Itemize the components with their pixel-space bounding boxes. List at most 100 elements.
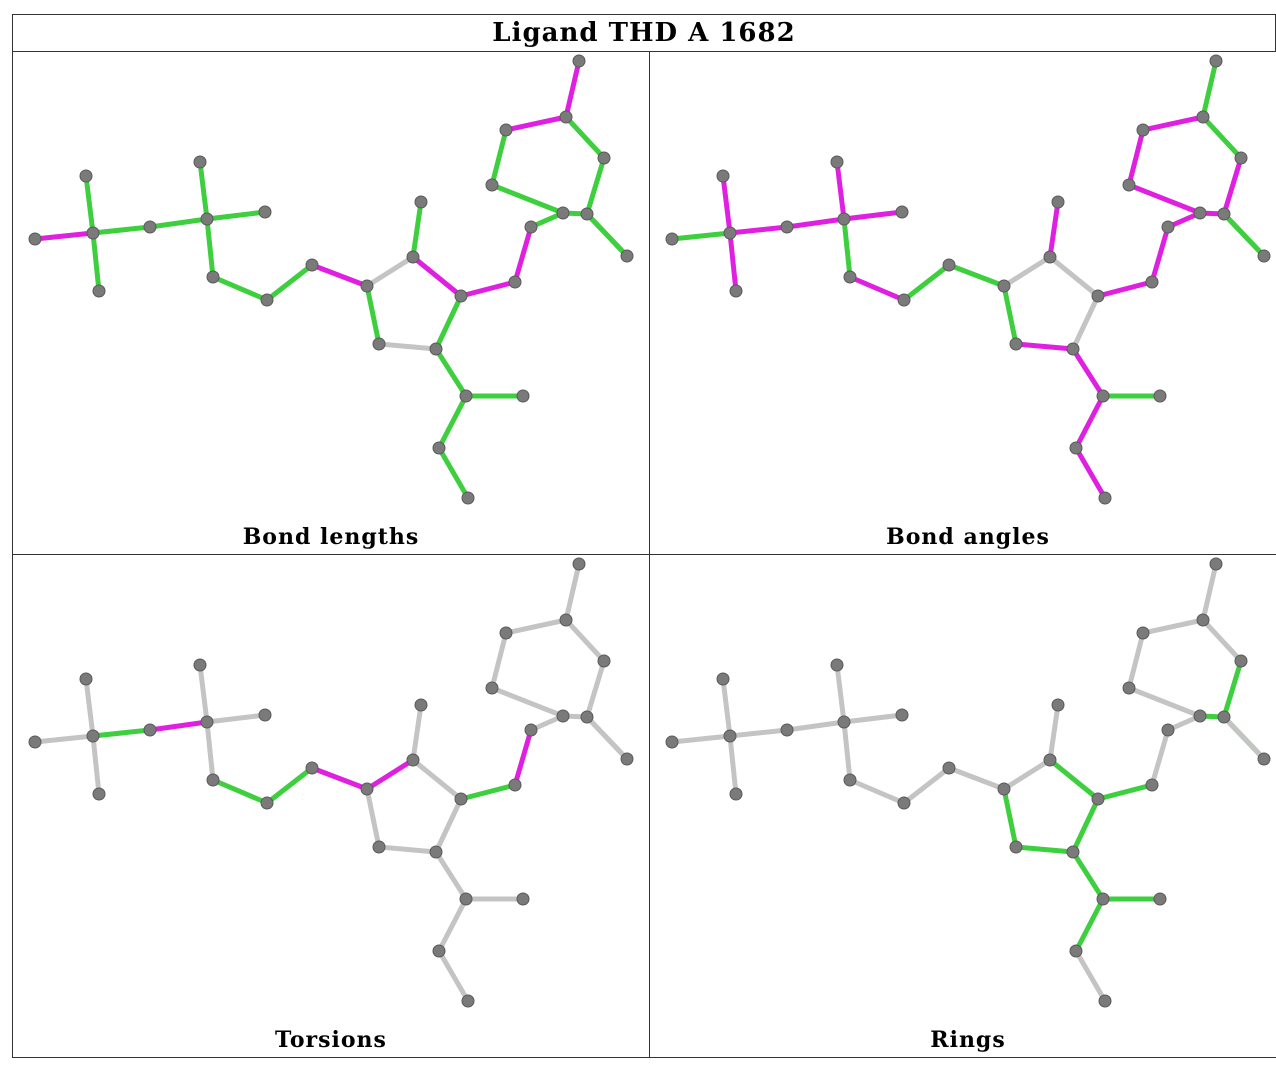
atom-0 bbox=[665, 735, 679, 749]
bond-16-14 bbox=[1070, 293, 1101, 352]
bond-1-4 bbox=[727, 727, 790, 739]
bond-22-24 bbox=[1200, 617, 1244, 664]
atom-14 bbox=[1091, 289, 1105, 303]
atom-1 bbox=[86, 729, 100, 743]
bond-29-30 bbox=[1073, 948, 1108, 1004]
atom-0 bbox=[665, 232, 679, 246]
panel-torsions: Torsions bbox=[12, 555, 649, 1058]
atom-17 bbox=[508, 275, 522, 289]
atom-5 bbox=[837, 212, 851, 226]
bond-0-1 bbox=[32, 230, 96, 242]
atom-22 bbox=[1196, 110, 1210, 124]
bond-21-20 bbox=[1126, 127, 1146, 188]
atom-7 bbox=[895, 708, 909, 722]
bond-5-7 bbox=[841, 209, 905, 222]
atom-12 bbox=[1051, 195, 1065, 209]
atom-25 bbox=[580, 207, 594, 221]
atom-24 bbox=[597, 151, 611, 165]
atom-23 bbox=[572, 557, 586, 571]
atom-25 bbox=[1217, 207, 1231, 221]
bond-1-4 bbox=[90, 727, 153, 739]
ligand-title: Ligand THD A 1682 bbox=[12, 14, 1276, 52]
bond-14-17 bbox=[1095, 279, 1155, 299]
atom-5 bbox=[200, 212, 214, 226]
bond-16-27 bbox=[1070, 346, 1106, 399]
atom-20 bbox=[1136, 626, 1150, 640]
atom-15 bbox=[372, 840, 386, 854]
atom-27 bbox=[459, 389, 473, 403]
bond-10-11 bbox=[309, 262, 370, 289]
atom-28 bbox=[516, 892, 530, 906]
bond-13-12 bbox=[410, 199, 424, 260]
atom-26 bbox=[620, 752, 634, 766]
atom-24 bbox=[597, 654, 611, 668]
atom-28 bbox=[1153, 389, 1167, 403]
bond-5-6 bbox=[197, 159, 210, 222]
atom-8 bbox=[206, 773, 220, 787]
bond-22-24 bbox=[563, 617, 607, 664]
atom-11 bbox=[997, 279, 1011, 293]
bond-5-6 bbox=[834, 662, 847, 725]
panel-bond-angles: Bond angles bbox=[649, 52, 1276, 555]
atom-10 bbox=[942, 258, 956, 272]
atom-7 bbox=[258, 708, 272, 722]
atom-3 bbox=[729, 787, 743, 801]
atom-29 bbox=[1069, 441, 1083, 455]
bond-17-18 bbox=[512, 224, 534, 285]
bond-15-16 bbox=[1013, 844, 1076, 855]
bond-14-13 bbox=[410, 254, 464, 299]
bond-25-26 bbox=[1221, 714, 1267, 762]
panel-bond-lengths: Bond lengths bbox=[12, 52, 649, 555]
atom-15 bbox=[1009, 840, 1023, 854]
bond-9-10 bbox=[901, 765, 952, 806]
bond-16-27 bbox=[433, 346, 469, 399]
bond-29-30 bbox=[1073, 445, 1108, 501]
atom-6 bbox=[193, 155, 207, 169]
bond-21-20 bbox=[1126, 630, 1146, 691]
atom-28 bbox=[516, 389, 530, 403]
bond-24-25 bbox=[1221, 155, 1244, 217]
bond-22-23 bbox=[1200, 58, 1219, 120]
atom-9 bbox=[260, 796, 274, 810]
atom-19 bbox=[556, 709, 570, 723]
atom-10 bbox=[942, 761, 956, 775]
bond-0-1 bbox=[669, 230, 733, 242]
bond-22-23 bbox=[563, 561, 582, 623]
bond-22-24 bbox=[1200, 114, 1244, 161]
atom-23 bbox=[572, 54, 586, 68]
bond-14-17 bbox=[458, 782, 518, 802]
molecule-bond-lengths bbox=[28, 54, 634, 505]
atom-18 bbox=[1161, 220, 1175, 234]
bond-5-6 bbox=[834, 159, 847, 222]
bond-0-1 bbox=[32, 733, 96, 745]
bond-21-20 bbox=[489, 630, 509, 691]
caption-torsions: Torsions bbox=[275, 1027, 387, 1053]
atom-2 bbox=[79, 672, 93, 686]
bond-5-8 bbox=[204, 719, 216, 783]
bond-20-22 bbox=[503, 617, 569, 636]
caption-bond-angles: Bond angles bbox=[886, 524, 1050, 550]
bond-19-21 bbox=[1126, 685, 1203, 719]
bond-5-8 bbox=[841, 719, 853, 783]
atom-13 bbox=[1043, 753, 1057, 767]
ligand-report: Ligand THD A 1682 Bond lengths Bond angl… bbox=[12, 14, 1276, 1074]
atom-17 bbox=[1145, 275, 1159, 289]
panel-rings: Rings bbox=[649, 555, 1276, 1058]
atom-16 bbox=[1066, 845, 1080, 859]
caption-bond-lengths: Bond lengths bbox=[242, 524, 420, 550]
atom-15 bbox=[1009, 337, 1023, 351]
bond-0-1 bbox=[669, 733, 733, 745]
atom-20 bbox=[499, 123, 513, 137]
atom-13 bbox=[406, 753, 420, 767]
atom-27 bbox=[459, 892, 473, 906]
bond-11-13 bbox=[364, 757, 416, 792]
bond-16-14 bbox=[433, 293, 464, 352]
bond-22-24 bbox=[563, 114, 607, 161]
bond-4-5 bbox=[147, 719, 210, 733]
atom-5 bbox=[200, 715, 214, 729]
atom-3 bbox=[729, 284, 743, 298]
bond-11-15 bbox=[364, 786, 382, 850]
atom-30 bbox=[461, 994, 475, 1008]
atom-14 bbox=[1091, 792, 1105, 806]
bond-24-25 bbox=[1221, 658, 1244, 720]
